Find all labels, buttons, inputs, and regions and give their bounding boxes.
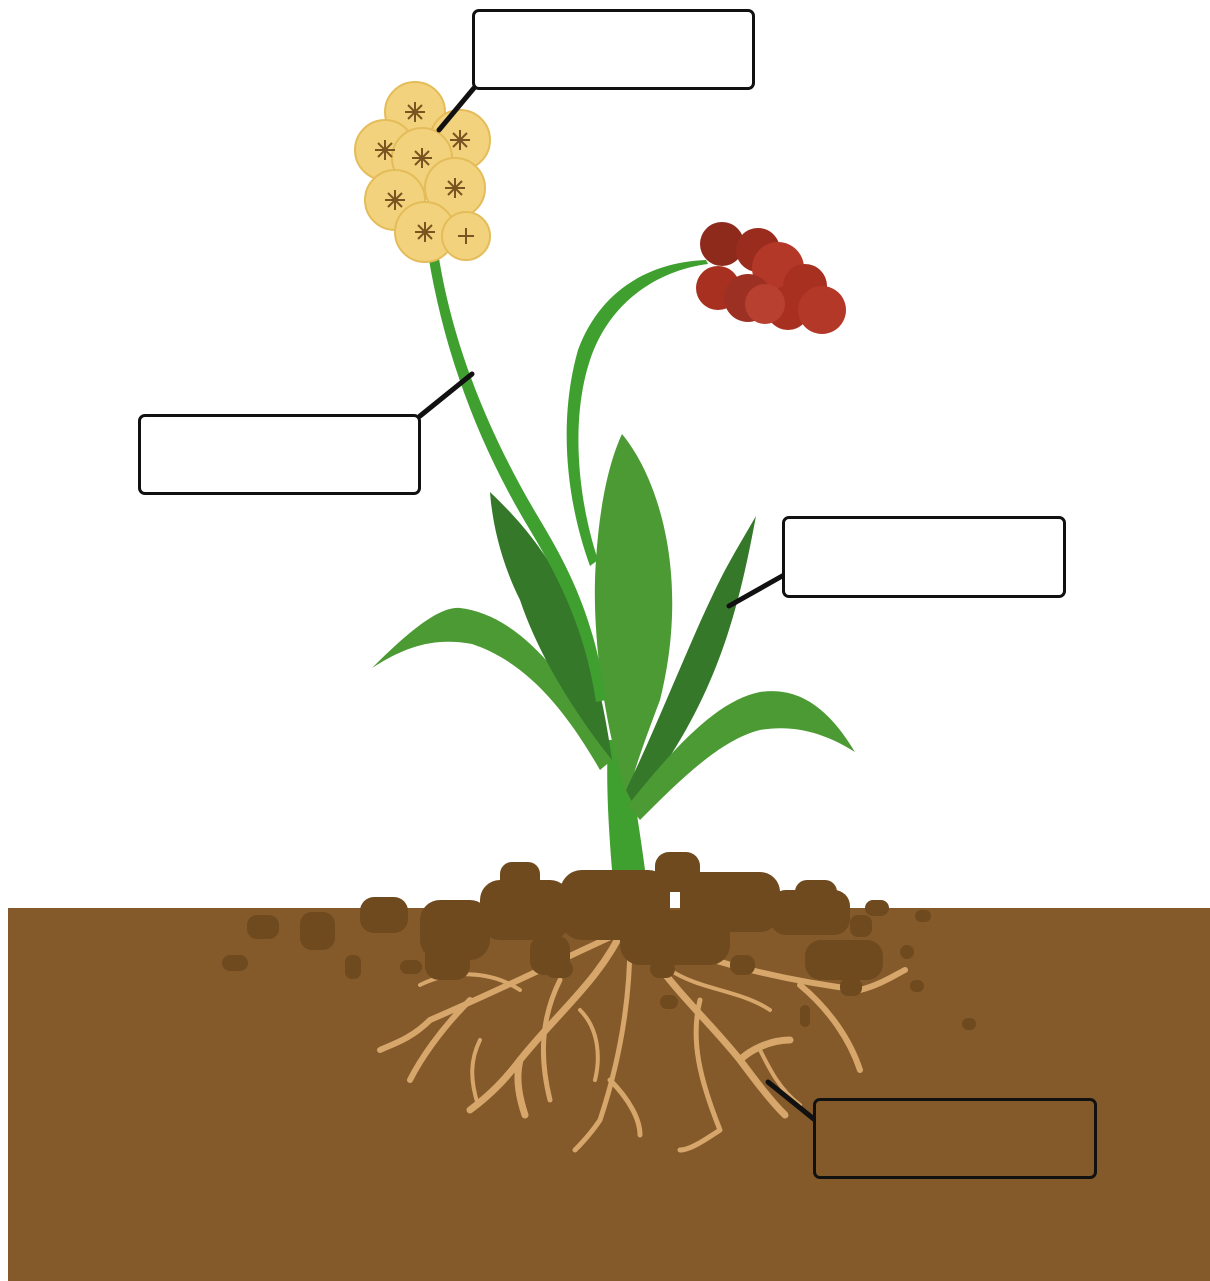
leader-line-stem — [420, 374, 472, 416]
label-box-roots[interactable] — [813, 1098, 1097, 1179]
fruit-cluster — [696, 222, 846, 334]
flower-cluster — [355, 82, 490, 262]
label-box-stem[interactable] — [138, 414, 421, 495]
label-box-leaf[interactable] — [782, 516, 1066, 598]
label-box-flower[interactable] — [472, 9, 755, 90]
